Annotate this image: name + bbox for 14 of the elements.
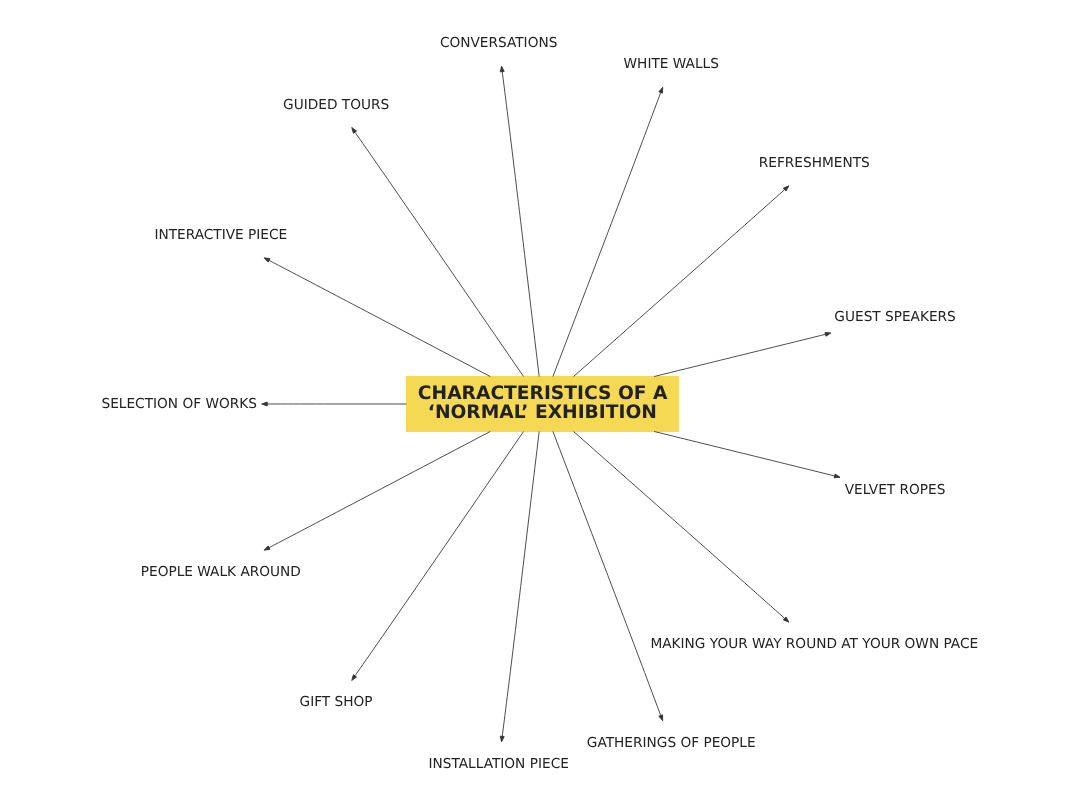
- arrow: [262, 257, 490, 377]
- arrow: [551, 431, 663, 722]
- arrow: [652, 431, 840, 479]
- arrow: [350, 431, 523, 681]
- arrow: [498, 431, 539, 743]
- arrow: [551, 86, 663, 377]
- arrow: [572, 431, 789, 623]
- arrow: [572, 185, 789, 377]
- arrow: [652, 331, 831, 377]
- arrow: [262, 431, 490, 551]
- node-box: CHARACTERISTICS OF A ‘NORMAL’ EXHIBITION: [405, 375, 678, 433]
- arrow: [498, 65, 539, 377]
- arrow: [350, 127, 523, 377]
- arrow: [260, 401, 406, 407]
